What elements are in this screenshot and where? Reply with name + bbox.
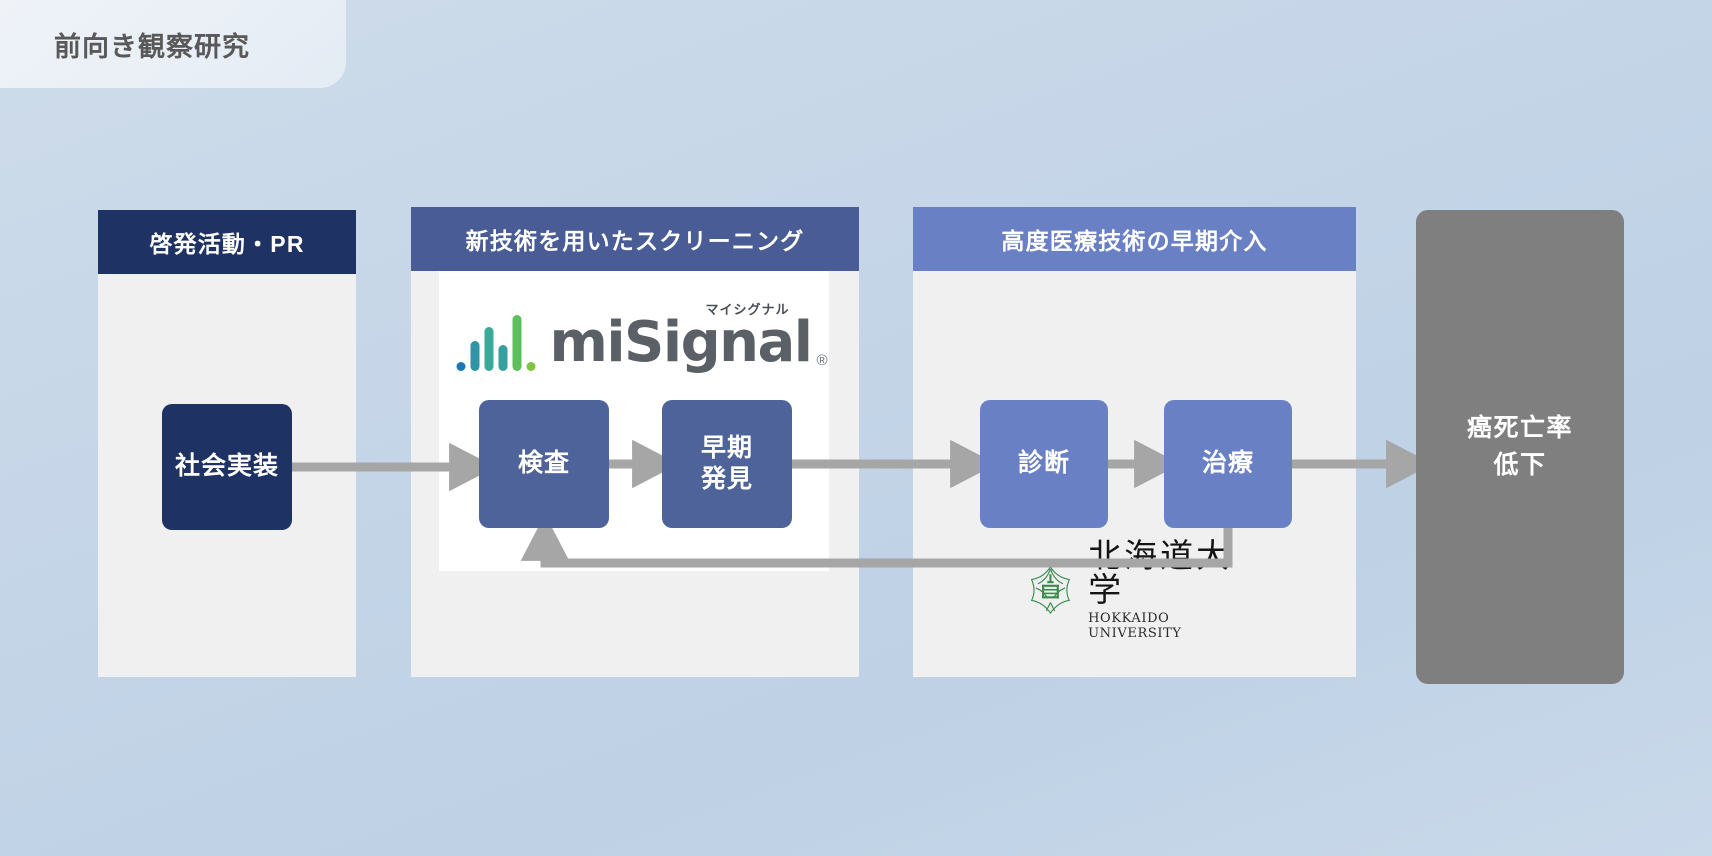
node-early-detection-line1: 早期 xyxy=(700,433,753,462)
node-early-detection-line2: 発見 xyxy=(700,465,753,493)
misignal-wordmark-wrap: マイシグナル miSignal ® xyxy=(549,303,827,375)
study-type-tab: 前向き観察研究 xyxy=(0,0,346,88)
panel-awareness-header: 啓発活動・PR xyxy=(98,210,356,274)
panel-screening-header: 新技術を用いたスクリーニング xyxy=(411,207,859,271)
node-early-detection[interactable]: 早期 発見 xyxy=(662,400,792,528)
panel-awareness: 啓発活動・PR xyxy=(98,210,356,677)
panel-treatment-header: 高度医療技術の早期介入 xyxy=(913,207,1356,271)
study-type-label: 前向き観察研究 xyxy=(54,31,250,62)
hokkaido-university-names: 北海道大学 HOKKAIDO UNIVERSITY xyxy=(1088,535,1245,641)
node-treatment[interactable]: 治療 xyxy=(1164,400,1292,528)
outcome-line2: 低下 xyxy=(1493,451,1547,479)
node-diagnosis[interactable]: 診断 xyxy=(980,400,1108,528)
registered-trademark-icon: ® xyxy=(816,352,828,369)
misignal-logo: マイシグナル miSignal ® xyxy=(456,303,828,375)
misignal-waveform-icon xyxy=(456,313,536,371)
hokkaido-university-emblem-icon xyxy=(1030,565,1070,614)
hokkaido-university-logo: 北海道大学 HOKKAIDO UNIVERSITY xyxy=(1024,535,1246,641)
hokkaido-university-name-en: HOKKAIDO UNIVERSITY xyxy=(1088,611,1182,641)
hokkaido-university-name-jp: 北海道大学 xyxy=(1088,535,1233,610)
node-social-implementation[interactable]: 社会実装 xyxy=(162,404,292,530)
node-early-detection-label: 早期 発見 xyxy=(701,433,753,496)
misignal-wordmark: miSignal xyxy=(549,310,813,375)
node-outcome-cancer-mortality[interactable]: 癌死亡率 低下 xyxy=(1416,210,1624,684)
outcome-label: 癌死亡率 低下 xyxy=(1467,410,1573,485)
outcome-line1: 癌死亡率 xyxy=(1466,413,1573,442)
node-test[interactable]: 検査 xyxy=(479,400,609,528)
misignal-kana: マイシグナル xyxy=(705,303,790,318)
